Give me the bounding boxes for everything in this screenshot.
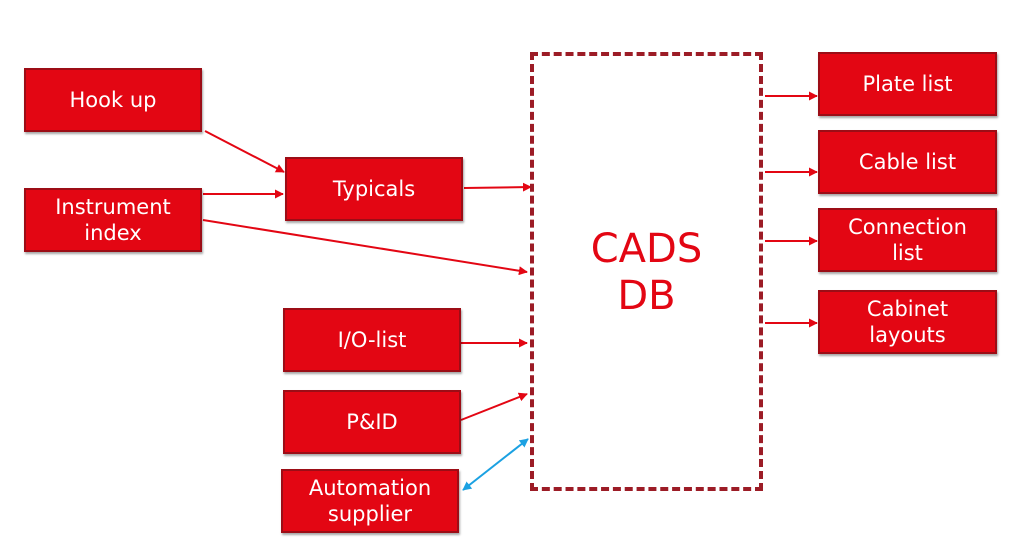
cable-list-box: Cable list [818, 130, 997, 194]
connection-list-box: Connection list [818, 208, 997, 272]
typicals-box: Typicals [285, 157, 463, 221]
io-list-box: I/O-list [283, 308, 461, 372]
arrow-pid-to-db [460, 392, 528, 421]
typicals-label: Typicals [332, 177, 416, 201]
pid-label: P&ID [346, 410, 398, 434]
cable-list-label: Cable list [858, 150, 957, 174]
arrow-hookup-to-typicals [204, 130, 285, 173]
io-list-label: I/O-list [337, 328, 407, 352]
cads-db-container [530, 52, 763, 491]
arrow-typicals-to-db [463, 182, 532, 192]
instrument-index-box: Instrument index [24, 188, 202, 252]
cads-db-label: CADS DB [590, 226, 703, 319]
arrow-instrument-to-db [202, 219, 528, 276]
arrow-db-automation-bidirectional [462, 438, 529, 491]
cabinet-layouts-label: Cabinet layouts [866, 297, 949, 347]
automation-supplier-box: Automation supplier [281, 469, 459, 533]
hook-up-box: Hook up [24, 68, 202, 132]
pid-box: P&ID [283, 390, 461, 454]
instrument-index-label: Instrument index [55, 195, 171, 245]
automation-supplier-label: Automation supplier [308, 476, 432, 526]
plate-list-box: Plate list [818, 52, 997, 116]
cabinet-layouts-box: Cabinet layouts [818, 290, 997, 354]
connection-list-label: Connection list [848, 215, 967, 265]
plate-list-label: Plate list [862, 72, 953, 96]
hook-up-label: Hook up [69, 88, 157, 112]
